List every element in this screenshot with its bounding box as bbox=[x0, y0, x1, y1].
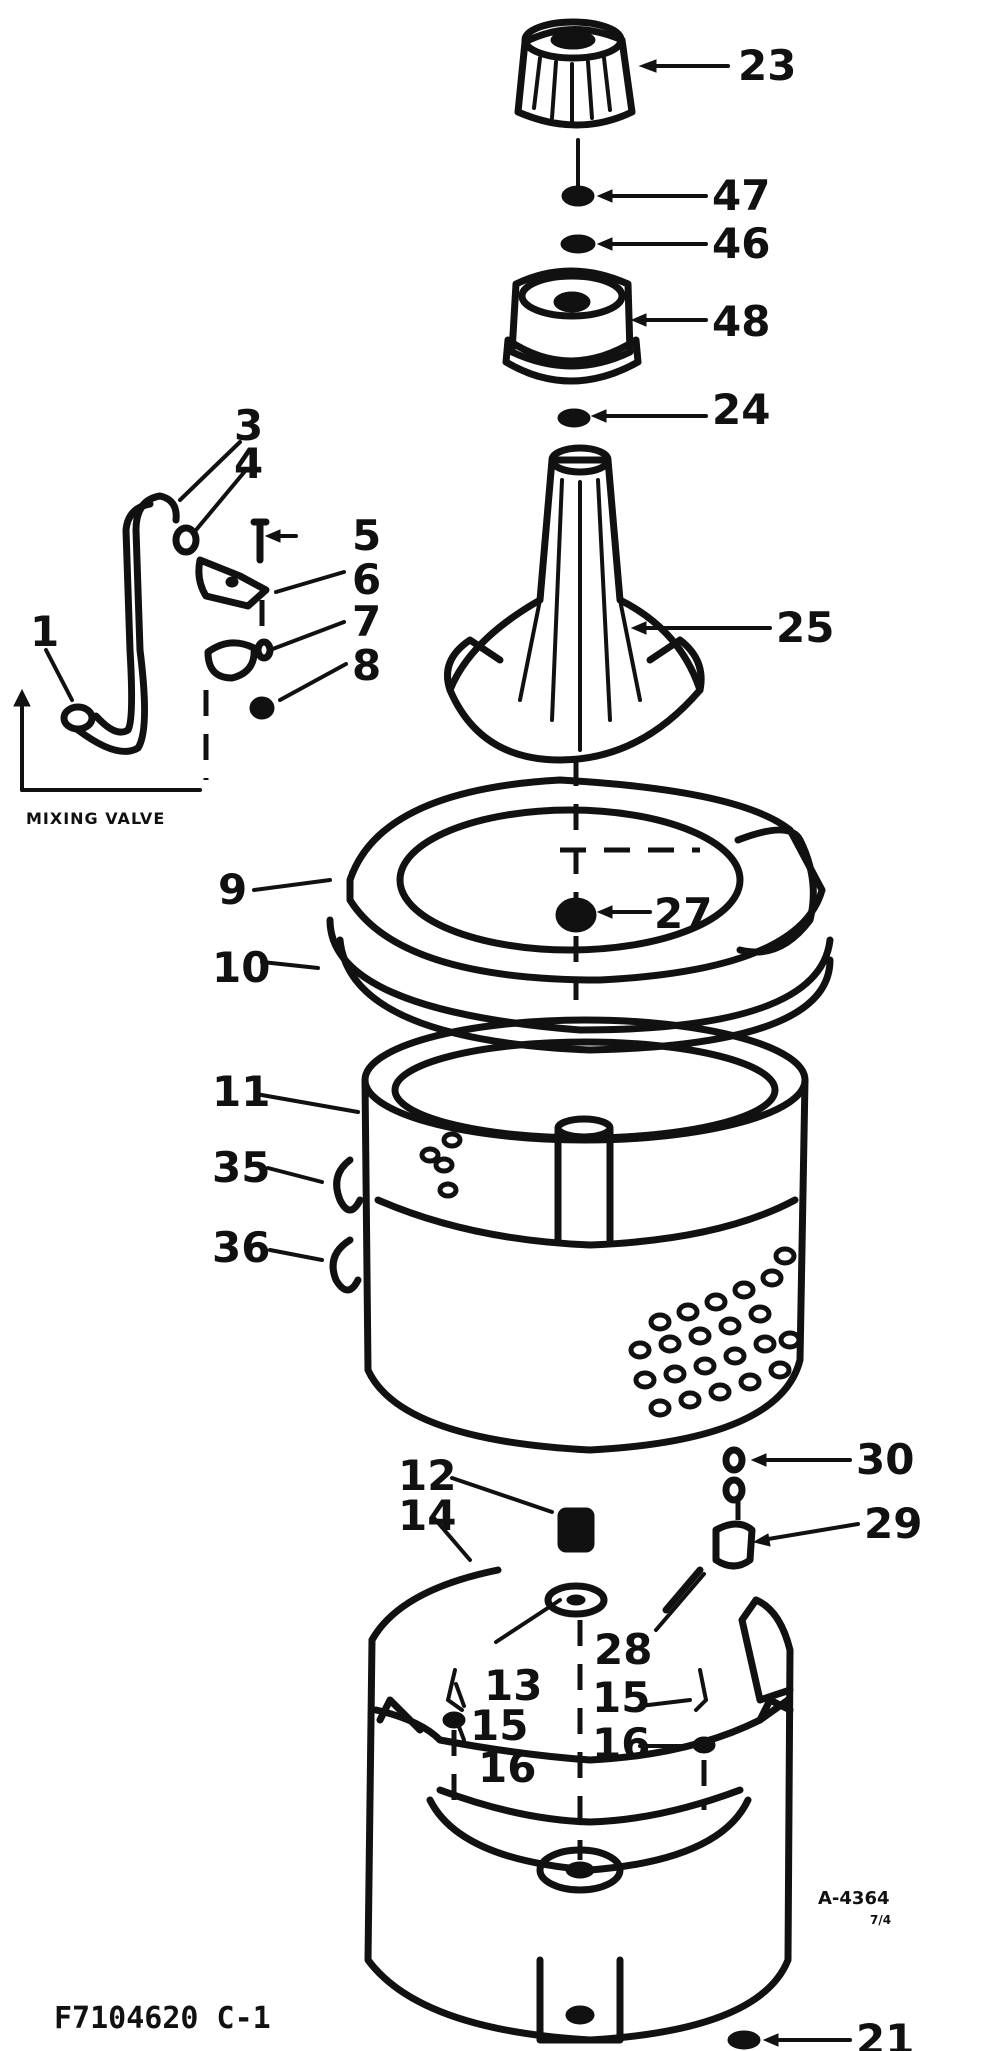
callout-9: 9 bbox=[218, 865, 247, 914]
callout-25: 25 bbox=[776, 603, 834, 652]
part-12-bushing bbox=[557, 1507, 595, 1553]
callout-16-right: 16 bbox=[592, 1719, 650, 1768]
model-code: F7104620 C-1 bbox=[54, 2001, 271, 2036]
callout-6: 6 bbox=[352, 555, 381, 604]
callout-47: 47 bbox=[712, 171, 770, 220]
callout-30: 30 bbox=[856, 1435, 914, 1484]
callout-3: 3 bbox=[234, 401, 263, 450]
callout-36: 36 bbox=[212, 1223, 270, 1272]
callout-14: 14 bbox=[398, 1491, 456, 1540]
callout-4: 4 bbox=[234, 439, 263, 488]
part-16-washer-right bbox=[692, 1736, 716, 1754]
part-23-agitator-cap bbox=[514, 18, 636, 129]
part-30-grommet bbox=[722, 1446, 746, 1504]
callout-labels: 23 47 46 48 24 3 4 5 6 7 8 1 25 9 27 10 … bbox=[26, 41, 922, 2051]
callout-11: 11 bbox=[212, 1067, 270, 1116]
callout-5: 5 bbox=[352, 511, 381, 560]
callout-8: 8 bbox=[352, 641, 381, 690]
part-11-spin-basket bbox=[361, 1016, 809, 1454]
mixing-valve-label: MIXING VALVE bbox=[26, 809, 165, 828]
callout-13: 13 bbox=[484, 1661, 542, 1710]
callout-7: 7 bbox=[352, 597, 381, 646]
callout-1: 1 bbox=[30, 607, 59, 656]
part-10-gasket bbox=[326, 916, 834, 1054]
part-9-tub-ring bbox=[346, 776, 826, 984]
part-7-bracket bbox=[204, 638, 274, 682]
part-36-clip bbox=[329, 1236, 362, 1294]
part-15-bolt-left bbox=[445, 1668, 464, 1712]
part-47-seal bbox=[561, 138, 595, 207]
part-1-clamp bbox=[60, 703, 96, 733]
part-25-agitator bbox=[444, 444, 705, 764]
part-16-washer-left bbox=[442, 1711, 466, 1729]
callout-28: 28 bbox=[594, 1625, 652, 1674]
part-14-outer-tub bbox=[364, 1566, 794, 2044]
callout-35: 35 bbox=[212, 1143, 270, 1192]
part-24-washer bbox=[557, 408, 591, 428]
callout-46: 46 bbox=[712, 219, 770, 268]
callout-27: 27 bbox=[654, 889, 712, 938]
callout-24: 24 bbox=[712, 385, 770, 434]
leader-lines bbox=[44, 59, 860, 2047]
callout-23: 23 bbox=[738, 41, 796, 90]
callout-21: 21 bbox=[856, 2015, 914, 2051]
part-15-bolt-right bbox=[694, 1668, 709, 1712]
basket-holes bbox=[419, 1131, 802, 1418]
part-48-cam bbox=[502, 267, 642, 385]
drawing-code: A-4364 bbox=[818, 1888, 890, 1909]
part-46-washer bbox=[560, 234, 596, 254]
part-28-screw bbox=[662, 1566, 704, 1614]
drawing-code-sub: 7/4 bbox=[870, 1913, 891, 1927]
callout-29: 29 bbox=[864, 1499, 922, 1548]
part-35-clip bbox=[333, 1156, 364, 1214]
callout-15-right: 15 bbox=[592, 1673, 650, 1722]
part-21-plug bbox=[727, 2030, 761, 2050]
callout-16-left: 16 bbox=[478, 1743, 536, 1792]
part-4-clamp bbox=[172, 524, 200, 556]
mixing-valve-arrow bbox=[13, 688, 202, 792]
part-8-nut bbox=[249, 696, 275, 720]
hose-assembly bbox=[13, 492, 275, 792]
center-axis bbox=[451, 760, 741, 1860]
part-29-block bbox=[712, 1520, 756, 1570]
part-5-screw bbox=[250, 518, 270, 564]
callout-48: 48 bbox=[712, 297, 770, 346]
callout-15-left: 15 bbox=[470, 1701, 528, 1750]
part-6-nozzle bbox=[195, 556, 270, 610]
callout-12: 12 bbox=[398, 1451, 456, 1500]
part-13-seal bbox=[544, 1582, 608, 1618]
callout-10: 10 bbox=[212, 943, 270, 992]
